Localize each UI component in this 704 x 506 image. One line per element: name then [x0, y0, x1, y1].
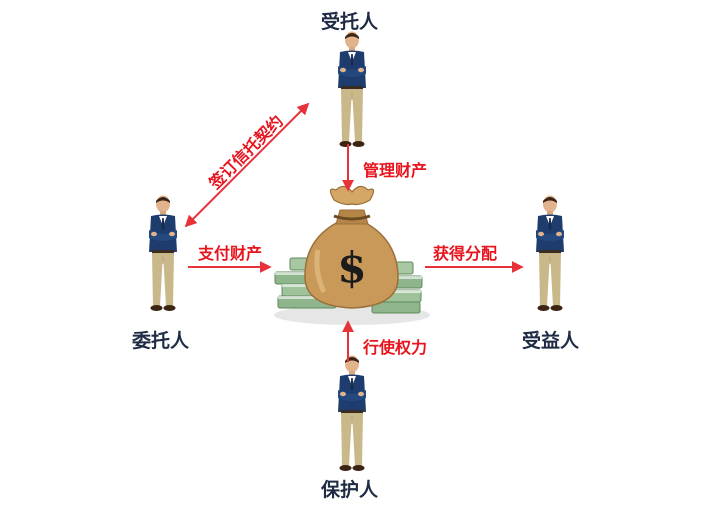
- settlor-person-icon: [148, 195, 178, 312]
- exercise-power-label: 行使权力: [363, 338, 428, 357]
- beneficiary-person-icon: [535, 195, 565, 312]
- get-distribution-label: 获得分配: [433, 244, 498, 263]
- settlor-label: 委托人: [132, 330, 190, 352]
- sign-contract-arrow: [184, 102, 310, 228]
- svg-text:$: $: [337, 243, 366, 292]
- protector-label: 保护人: [321, 479, 379, 501]
- trustee-person-icon: [337, 31, 367, 148]
- manage-property-label: 管理财产: [363, 161, 428, 180]
- trustee-label: 受托人: [321, 11, 379, 33]
- pay-property-label: 支付财产: [198, 244, 263, 263]
- sign-contract-label: 签订信托契约: [205, 111, 287, 193]
- beneficiary-label: 受益人: [522, 330, 580, 352]
- money-bag-icon: $: [274, 185, 430, 325]
- protector-person-icon: [337, 355, 367, 472]
